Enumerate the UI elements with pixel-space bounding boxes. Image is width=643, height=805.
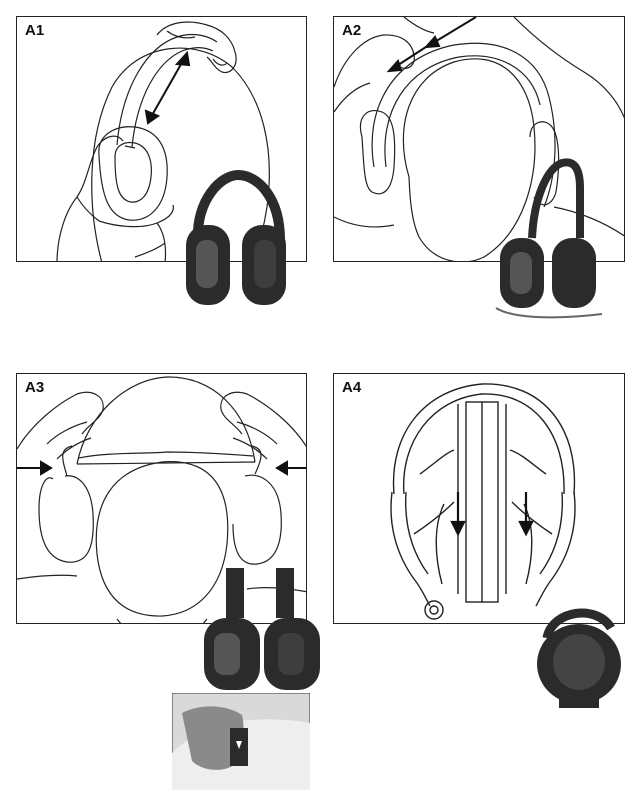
arrow-icon (386, 17, 477, 73)
arrow-icon (17, 460, 306, 476)
earmuff-photo-a2 (492, 158, 614, 324)
helmet-attachment-photo (172, 693, 310, 790)
a2-illustration (334, 17, 624, 261)
panel-a3: A3 (16, 373, 307, 624)
panel-label-a4: A4 (342, 379, 362, 396)
a4-illustration (390, 383, 576, 620)
panel-a4: A4 (333, 373, 625, 624)
a3-illustration (17, 376, 306, 623)
a1-illustration (56, 21, 270, 261)
earmuff-photo-a3 (196, 563, 329, 696)
earmuff-photo-a4 (527, 598, 631, 710)
panel-label-a1: A1 (25, 22, 45, 39)
double-arrow-icon (144, 50, 191, 125)
earmuff-photo-a1 (176, 170, 298, 315)
panel-label-a3: A3 (25, 379, 45, 396)
panel-a1: A1 (16, 16, 307, 262)
arrow-icon (450, 492, 534, 537)
panel-label-a2: A2 (342, 22, 362, 39)
